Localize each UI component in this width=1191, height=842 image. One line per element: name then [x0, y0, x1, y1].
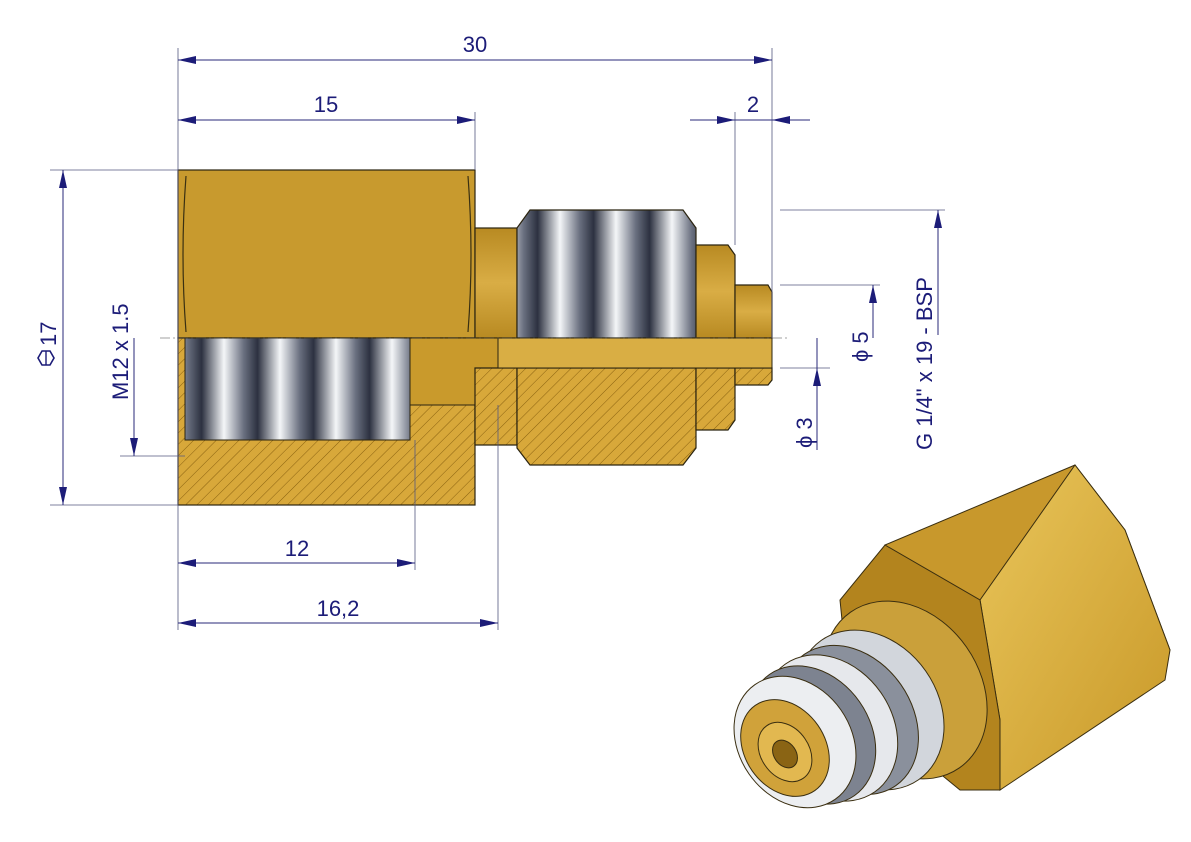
- hexagon-symbol-icon: [37, 350, 55, 366]
- dim-overall-length: 30: [463, 32, 487, 57]
- shoulder: [695, 244, 736, 339]
- dim-external-thread: G 1/4" x 19 - BSP: [912, 277, 937, 450]
- dim-bore-diameter: ϕ 3: [792, 417, 817, 448]
- dim-hex-length: 15: [314, 92, 338, 117]
- dim-thread-depth: 12: [285, 536, 309, 561]
- hex-body-exterior: [177, 169, 476, 339]
- tip: [734, 284, 773, 339]
- external-thread: [516, 209, 697, 339]
- dim-tip-length: 2: [747, 92, 759, 117]
- dimension-lines: [50, 48, 945, 630]
- dim-bore-depth: 16,2: [317, 596, 360, 621]
- section-view: [160, 169, 790, 506]
- bore-hole: [497, 337, 773, 369]
- dim-tip-diameter: ϕ 5: [848, 331, 873, 362]
- isometric-view: [733, 464, 1171, 809]
- neck: [474, 227, 518, 339]
- dim-hex-size: 17: [36, 322, 61, 346]
- dim-internal-thread: M12 x 1.5: [108, 303, 133, 400]
- internal-thread-bore: [184, 337, 411, 441]
